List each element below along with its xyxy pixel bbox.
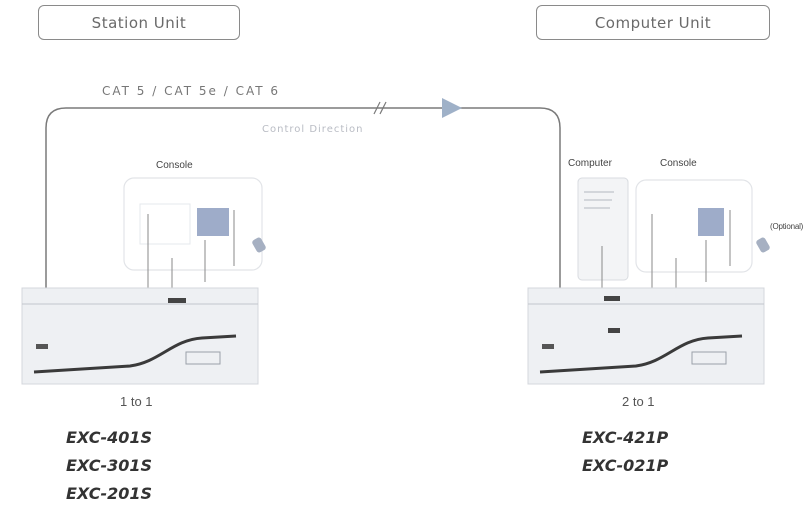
station-monitor bbox=[197, 208, 229, 236]
computer-ratio: 2 to 1 bbox=[622, 394, 655, 409]
station-console-label: Console bbox=[156, 160, 193, 171]
station-model-2: EXC-301S bbox=[66, 456, 152, 475]
cable-break-mark bbox=[373, 101, 387, 115]
computer-label: Computer bbox=[568, 158, 612, 169]
station-console-outline bbox=[123, 177, 263, 271]
station-console-cables bbox=[147, 210, 235, 292]
computer-model-1: EXC-421P bbox=[582, 428, 669, 447]
station-panel-curve bbox=[33, 334, 237, 374]
station-model-3: EXC-201S bbox=[66, 484, 152, 503]
station-ratio: 1 to 1 bbox=[120, 394, 153, 409]
direction-arrow bbox=[442, 98, 462, 118]
computer-unit-box: Computer Unit bbox=[536, 5, 770, 40]
control-direction-label: Control Direction bbox=[262, 124, 364, 135]
computer-tower bbox=[577, 177, 629, 281]
computer-panel-curve bbox=[539, 334, 743, 374]
station-model-1: EXC-401S bbox=[66, 428, 152, 447]
optional-label: (Optional) bbox=[770, 222, 804, 231]
station-unit-title: Station Unit bbox=[91, 13, 187, 32]
cable-line bbox=[45, 107, 561, 290]
station-keyboard-area bbox=[139, 203, 191, 245]
computer-monitor bbox=[698, 208, 724, 236]
computer-console-cables bbox=[651, 210, 731, 292]
computer-mouse bbox=[756, 237, 770, 253]
computer-console-outline bbox=[635, 179, 753, 273]
computer-unit-title: Computer Unit bbox=[594, 13, 712, 32]
computer-model-2: EXC-021P bbox=[582, 456, 669, 475]
computer-console-label: Console bbox=[660, 158, 697, 169]
station-unit-box: Station Unit bbox=[38, 5, 240, 40]
cable-type-label: CAT 5 / CAT 5e / CAT 6 bbox=[102, 84, 281, 98]
station-mouse bbox=[252, 237, 266, 253]
